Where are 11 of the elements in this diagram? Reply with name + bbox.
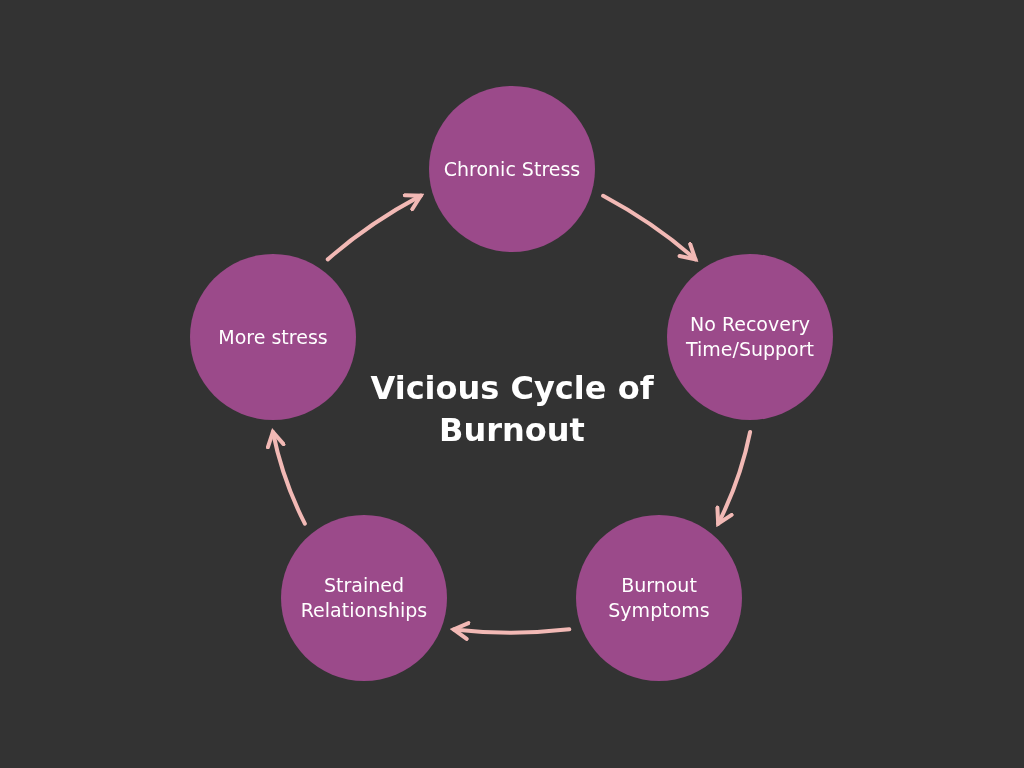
step-label: No Recovery Time/Support — [685, 312, 815, 362]
step-label: More stress — [218, 324, 328, 350]
step-label: Burnout Symptoms — [607, 573, 711, 623]
curved-arrow — [266, 430, 307, 526]
curved-arrow — [325, 193, 423, 262]
diagram-title: Vicious Cycle of Burnout — [369, 368, 655, 451]
curved-arrow — [601, 193, 698, 262]
curved-arrow — [715, 430, 753, 526]
curved-arrow — [451, 620, 572, 641]
step-label: Strained Relationships — [299, 573, 429, 623]
step-label: Chronic Stress — [443, 156, 581, 182]
